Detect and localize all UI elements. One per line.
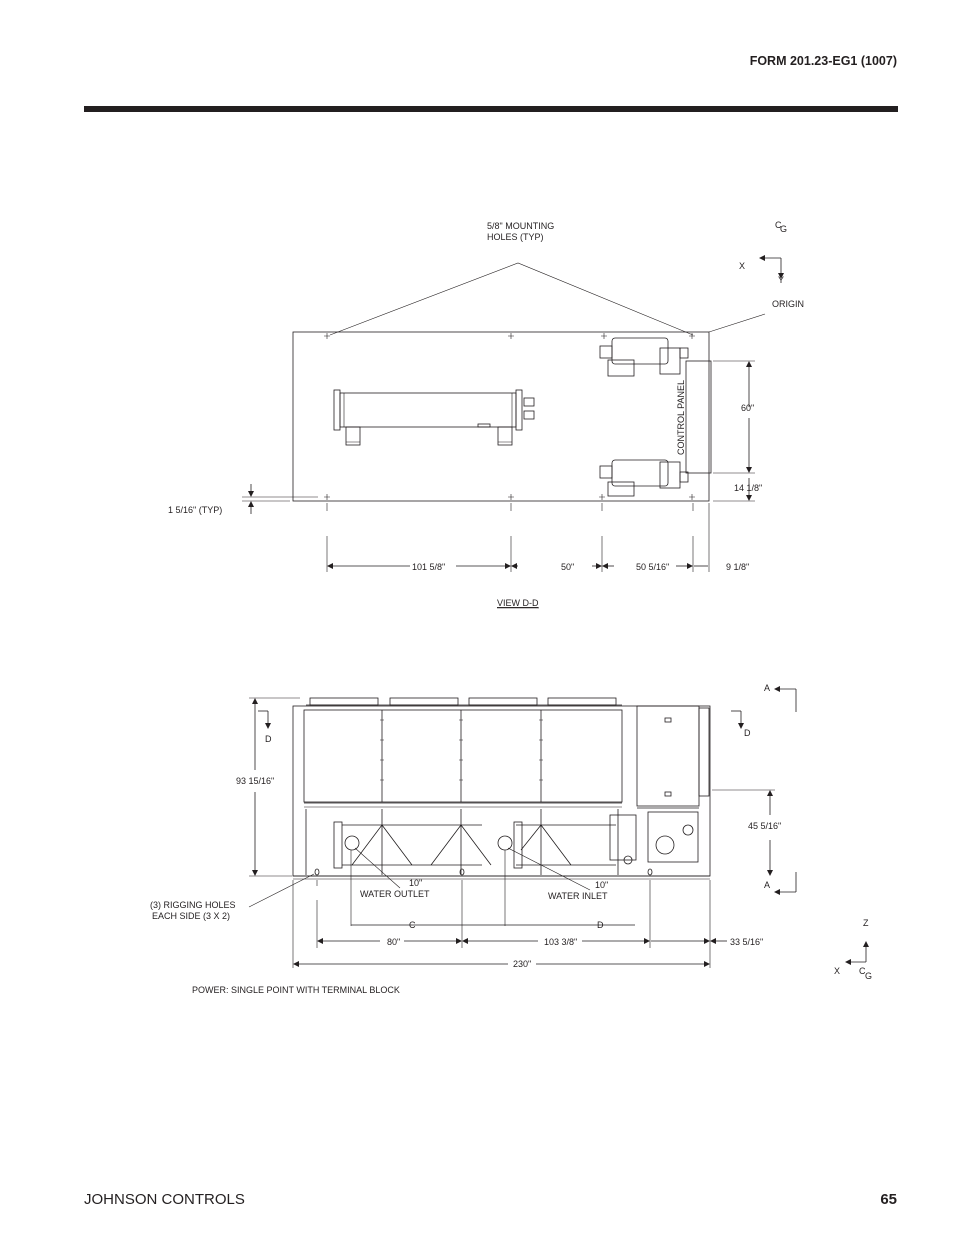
section-d-right: D bbox=[744, 728, 751, 738]
dim-33-5-16: 33 5/16" bbox=[730, 937, 763, 947]
coil-section bbox=[303, 709, 623, 803]
dim-9-1-8: 9 1/8" bbox=[726, 562, 749, 572]
cg-g: G bbox=[780, 224, 787, 234]
dim-93-15-16: 93 15/16" bbox=[236, 776, 274, 786]
mounting-holes-label-1: 5/8" MOUNTING bbox=[487, 221, 554, 231]
cg-c: C bbox=[775, 220, 782, 230]
control-panel-label: CONTROL PANEL bbox=[676, 380, 686, 455]
dim-101-5-8: 101 5/8" bbox=[412, 562, 445, 572]
unit-outline-side bbox=[292, 705, 711, 877]
condenser-fans bbox=[306, 697, 622, 706]
dim-230: 230" bbox=[513, 959, 531, 969]
inlet-size: 10" bbox=[595, 880, 608, 890]
origin-leader bbox=[708, 313, 766, 333]
side-view: A A D D bbox=[150, 683, 872, 995]
mounting-holes-label-2: HOLES (TYP) bbox=[487, 232, 544, 242]
mounting-holes-leader bbox=[329, 262, 694, 336]
section-d-left: D bbox=[265, 734, 272, 744]
rigging-label-1: (3) RIGGING HOLES bbox=[150, 900, 236, 910]
label-d: D bbox=[597, 920, 604, 930]
axis-x-label-side: X bbox=[834, 966, 840, 976]
label-c: C bbox=[409, 920, 416, 930]
evaporator bbox=[333, 389, 535, 446]
axis-x-label: X bbox=[739, 261, 745, 271]
axis-y-label: Y bbox=[778, 275, 784, 285]
outlet-size: 10" bbox=[409, 878, 422, 888]
dim-50-5-16: 50 5/16" bbox=[636, 562, 669, 572]
section-a-top: A bbox=[764, 683, 770, 693]
compressor-lower bbox=[599, 459, 689, 497]
top-view: 5/8" MOUNTING HOLES (TYP) C G X Y ORIGIN… bbox=[168, 220, 804, 609]
cg-g-side: G bbox=[865, 971, 872, 981]
control-panel-box bbox=[685, 360, 712, 474]
rigging-label-2: EACH SIDE (3 X 2) bbox=[152, 911, 230, 921]
lower-frame bbox=[305, 809, 699, 875]
dim-103-3-8: 103 3/8" bbox=[544, 937, 577, 947]
axis-z-label: Z bbox=[863, 918, 869, 928]
footer-company: JOHNSON CONTROLS bbox=[84, 1191, 245, 1208]
water-inlet-label: WATER INLET bbox=[548, 891, 608, 901]
water-outlet-label: WATER OUTLET bbox=[360, 889, 430, 899]
header-rule bbox=[84, 106, 898, 112]
dim-80: 80" bbox=[387, 937, 400, 947]
cg-c-side: C bbox=[859, 966, 866, 976]
rigging-holes bbox=[314, 868, 653, 876]
view-title: VIEW D-D bbox=[497, 598, 539, 608]
dim-1-5-16: 1 5/16" (TYP) bbox=[168, 505, 222, 515]
compressor-upper bbox=[599, 337, 689, 377]
mounting-holes bbox=[324, 333, 695, 500]
power-note: POWER: SINGLE POINT WITH TERMINAL BLOCK bbox=[192, 985, 400, 995]
origin-label: ORIGIN bbox=[772, 299, 804, 309]
dim-60: 60" bbox=[741, 403, 754, 413]
control-panel-side bbox=[636, 705, 700, 807]
unit-outline-top bbox=[292, 331, 710, 502]
dim-45-5-16: 45 5/16" bbox=[748, 821, 781, 831]
dim-14-1-8: 14 1/8" bbox=[734, 483, 762, 493]
dim-50: 50" bbox=[561, 562, 574, 572]
section-a-bottom: A bbox=[764, 880, 770, 890]
page-number: 65 bbox=[880, 1191, 897, 1208]
form-number: FORM 201.23-EG1 (1007) bbox=[749, 54, 897, 68]
